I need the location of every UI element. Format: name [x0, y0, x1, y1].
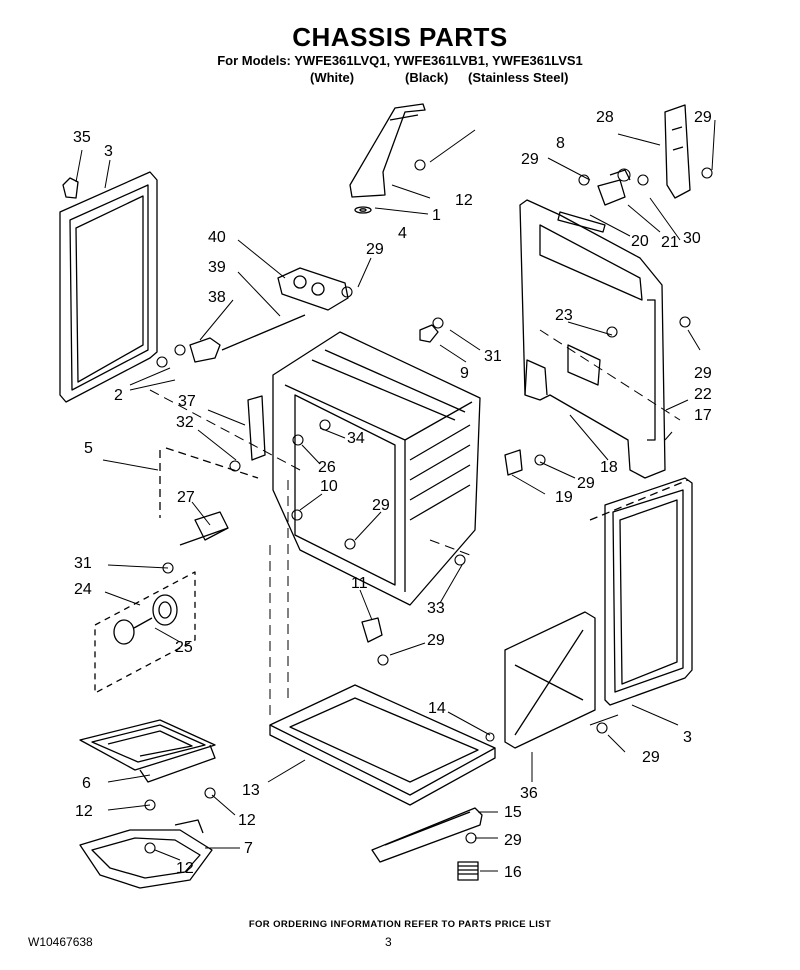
- bottom-panel: [269, 684, 496, 806]
- callout-33: 33: [427, 600, 445, 617]
- callout-40: 40: [208, 229, 226, 246]
- callout-11: 11: [351, 575, 368, 592]
- bake-element: [79, 719, 216, 783]
- callout-20: 20: [631, 233, 649, 250]
- side-shield: [504, 611, 596, 749]
- control-assembly: [277, 267, 349, 311]
- callout-29-11: 29: [427, 632, 445, 649]
- variant-black: (Black): [405, 70, 449, 85]
- models-line: For Models: YWFE361LVQ1, YWFE361LVB1, YW…: [217, 53, 583, 68]
- callout-12-c: 12: [176, 860, 194, 877]
- callout-labels: 35 3 12 1 4 40 29 39 38 2 28 29 8 29 30 …: [73, 109, 712, 881]
- callout-2: 2: [114, 387, 123, 404]
- switch-and-wire: [189, 314, 306, 363]
- rail-and-foot: [371, 807, 483, 881]
- callout-29-8: 29: [521, 151, 539, 168]
- callout-4: 4: [398, 225, 407, 242]
- callout-8: 8: [556, 135, 565, 152]
- callout-14: 14: [428, 700, 446, 717]
- callout-35: 35: [73, 129, 91, 146]
- callout-26: 26: [318, 459, 336, 476]
- callout-12-a: 12: [75, 803, 93, 820]
- callout-38: 38: [208, 289, 226, 306]
- page-title: CHASSIS PARTS: [292, 22, 508, 52]
- ordering-note: FOR ORDERING INFORMATION REFER TO PARTS …: [248, 919, 552, 930]
- callout-25: 25: [175, 639, 193, 656]
- callout-36: 36: [520, 785, 538, 802]
- leveling-foot: [361, 617, 383, 643]
- callout-15: 15: [504, 804, 522, 821]
- variant-stainless: (Stainless Steel): [468, 70, 569, 85]
- page-number: 3: [385, 935, 392, 949]
- callout-28: 28: [596, 109, 614, 126]
- hinge-bracket: [504, 449, 523, 476]
- callout-9: 9: [460, 365, 469, 382]
- callout-29-15: 29: [504, 832, 522, 849]
- document-number: W10467638: [28, 935, 93, 949]
- callout-29-right: 29: [642, 749, 660, 766]
- cavity-side-bracket: [247, 395, 266, 461]
- callout-6: 6: [82, 775, 91, 792]
- callout-23: 23: [555, 307, 573, 324]
- callout-19: 19: [555, 489, 573, 506]
- terminal-block: [179, 511, 229, 546]
- callout-3-left: 3: [104, 143, 113, 160]
- callout-37: 37: [178, 393, 196, 410]
- callout-16: 16: [504, 864, 522, 881]
- back-panel: [519, 199, 666, 479]
- callout-32: 32: [176, 414, 194, 431]
- callout-1: 1: [432, 207, 441, 224]
- callout-17: 17: [694, 407, 712, 424]
- broil-element: [79, 819, 213, 889]
- callout-18: 18: [600, 459, 618, 476]
- grommet: [419, 324, 439, 343]
- callout-30: 30: [683, 230, 701, 247]
- callout-29-cav: 29: [372, 497, 390, 514]
- callout-39: 39: [208, 259, 226, 276]
- callout-29-back: 29: [694, 365, 712, 382]
- callout-7: 7: [244, 840, 253, 857]
- callout-3-right: 3: [683, 729, 692, 746]
- callout-24: 24: [74, 581, 92, 598]
- right-side-panel: [604, 477, 693, 706]
- callout-12-top: 12: [455, 192, 473, 209]
- upper-back-parts: [557, 104, 691, 233]
- callout-22: 22: [694, 386, 712, 403]
- callout-29-ctl: 29: [366, 241, 384, 258]
- callout-12-b: 12: [238, 812, 256, 829]
- callout-29-top: 29: [694, 109, 712, 126]
- callout-27: 27: [177, 489, 195, 506]
- callout-34: 34: [347, 430, 365, 447]
- door-gasket: [159, 447, 259, 518]
- callout-29-19: 29: [577, 475, 595, 492]
- callout-31-top: 31: [484, 348, 502, 365]
- callout-31-low: 31: [74, 555, 92, 572]
- callout-10: 10: [320, 478, 338, 495]
- callout-21: 21: [661, 234, 679, 251]
- callout-13: 13: [242, 782, 260, 799]
- left-side-panel: [59, 171, 158, 403]
- variant-white: (White): [310, 70, 355, 85]
- callout-5: 5: [84, 440, 93, 457]
- top-bracket: [349, 103, 426, 214]
- knob-group: [94, 571, 196, 694]
- oven-cavity: [272, 331, 481, 606]
